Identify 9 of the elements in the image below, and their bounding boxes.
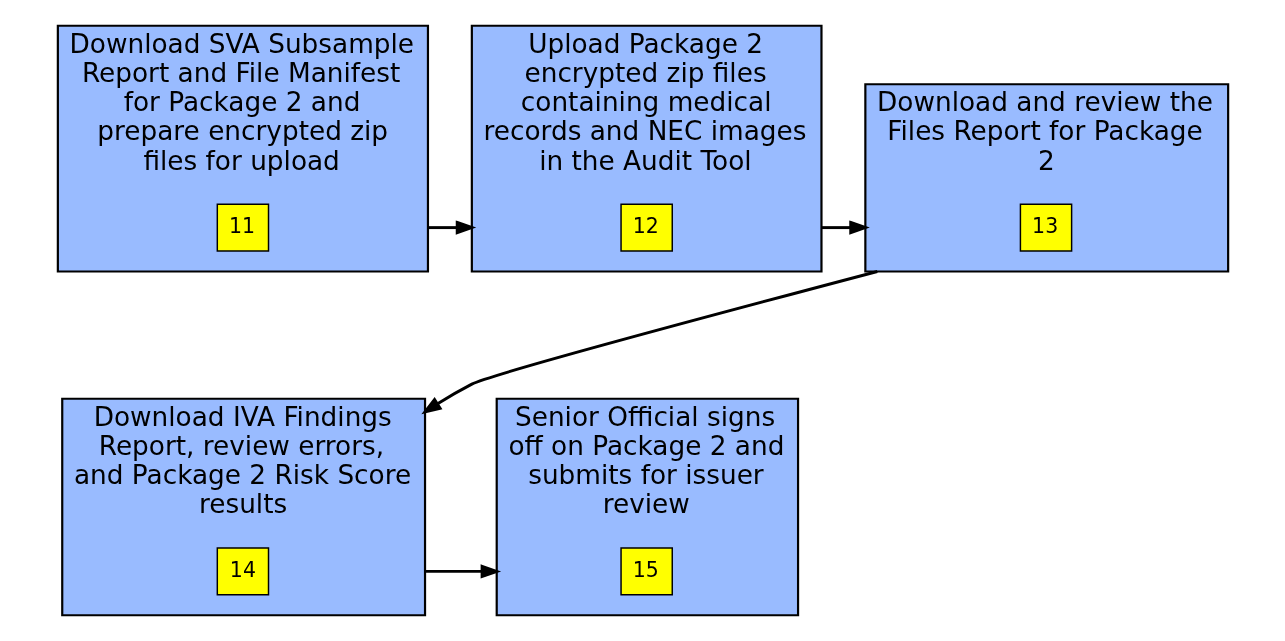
arrow (424, 564, 501, 579)
node-box: 14 (216, 547, 269, 596)
node-box: 12 (619, 203, 673, 252)
arrow (420, 270, 878, 415)
arrow (820, 220, 870, 235)
node-box: 13 (1019, 203, 1072, 252)
node-box: 15 (619, 547, 673, 596)
arrow (427, 220, 476, 235)
node-box: 11 (216, 203, 269, 252)
